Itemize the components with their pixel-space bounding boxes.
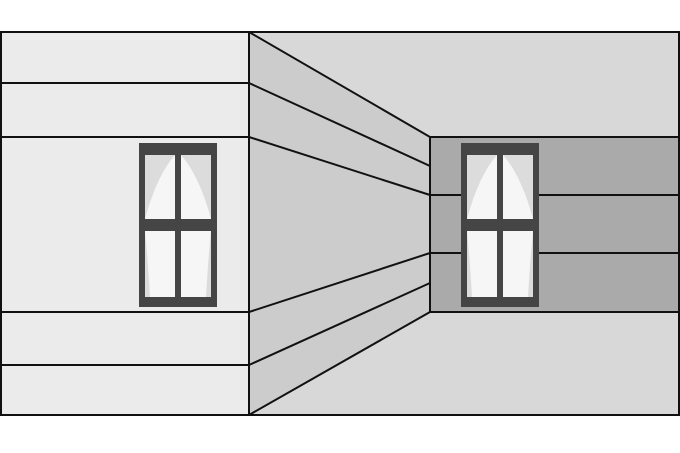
- curtain: [181, 155, 211, 219]
- frame-border: [0, 31, 680, 416]
- perspective-line: [248, 311, 431, 416]
- window-pane: [503, 231, 533, 297]
- perspective-line: [248, 252, 431, 313]
- window-pane: [145, 231, 175, 297]
- left-window: [139, 143, 217, 307]
- window-pane: [181, 231, 211, 297]
- curtain: [503, 155, 533, 219]
- curtain: [528, 231, 533, 297]
- window-pane: [467, 231, 497, 297]
- perspective-line: [248, 136, 431, 196]
- perspective-line: [248, 282, 431, 366]
- side-wall: [249, 32, 430, 415]
- curtain: [467, 231, 472, 297]
- perspective-line: [248, 31, 431, 138]
- curtain: [467, 155, 497, 219]
- curtain: [206, 231, 211, 297]
- perspective-line: [248, 82, 431, 167]
- right-window: [461, 143, 539, 307]
- curtain: [145, 231, 150, 297]
- outline-lines: [0, 31, 680, 416]
- curtain: [145, 155, 175, 219]
